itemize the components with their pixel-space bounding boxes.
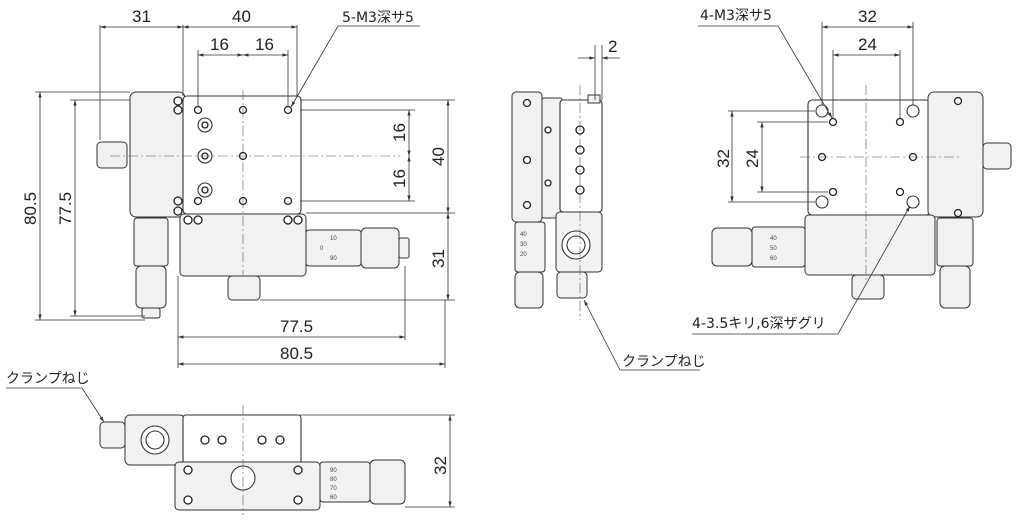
dimension-label: 31: [132, 7, 151, 26]
scale-tick: 50: [770, 246, 777, 252]
dimension-label: 24: [858, 35, 877, 54]
clamp-screw-note: クランプねじ: [622, 354, 706, 370]
dimension-label: 31: [429, 249, 448, 268]
rear-view: 40 50 60 32 24 32 24 4-M3深サ5 4-3.5キリ,6深ザ…: [692, 7, 1012, 335]
scale-tick: 30: [520, 242, 527, 248]
counterbore-note: 4-3.5キリ,6深ザグリ: [692, 316, 826, 332]
scale-tick: 90: [330, 256, 337, 262]
clamp-knob: [96, 141, 128, 169]
scale-tick: 60: [770, 256, 777, 262]
dimension-label: 16: [390, 123, 409, 142]
scale-tick: 80: [330, 477, 337, 483]
dimension-label: 16: [255, 35, 274, 54]
scale-tick: 70: [330, 486, 337, 492]
scale-tick: 20: [520, 252, 527, 258]
dimension-label: 40: [429, 147, 448, 166]
dimension-label: 80.5: [280, 344, 313, 363]
dimension-label: 80.5: [21, 192, 40, 225]
dimension-label: 77.5: [56, 192, 75, 225]
dimension-label: 32: [714, 149, 733, 168]
dimension-label: 16: [390, 169, 409, 188]
tap-note: 4-M3深サ5: [700, 8, 772, 24]
front-view: 10 0 90 31 40: [21, 7, 455, 368]
dimension-label: 32: [858, 7, 877, 26]
scale-tick: 40: [770, 236, 777, 242]
dimension-label: 16: [210, 35, 229, 54]
dimension-label: 2: [608, 37, 617, 56]
scale-tick: 0: [320, 246, 324, 252]
dimension-label: 40: [232, 7, 251, 26]
tap-note: 5-M3深サ5: [342, 10, 414, 26]
side-view: 40 30 20 2 クランプねじ: [511, 37, 706, 371]
left-micrometer: [133, 217, 169, 319]
dimension-label: 24: [743, 149, 762, 168]
bottom-view: 90 80 70 60 32 クランプねじ: [6, 371, 455, 515]
clamp-screw-note: クランプねじ: [6, 371, 90, 387]
bottom-clamp-knob: [227, 275, 261, 301]
right-micrometer: 10 0 90: [305, 227, 410, 269]
dimension-label: 32: [431, 456, 450, 475]
scale-tick: 60: [330, 495, 337, 501]
mounting-holes: [173, 96, 303, 225]
scale-tick: 40: [520, 232, 527, 238]
scale-tick: 10: [330, 236, 337, 242]
dimension-label: 77.5: [280, 317, 313, 336]
scale-tick: 90: [330, 468, 337, 474]
